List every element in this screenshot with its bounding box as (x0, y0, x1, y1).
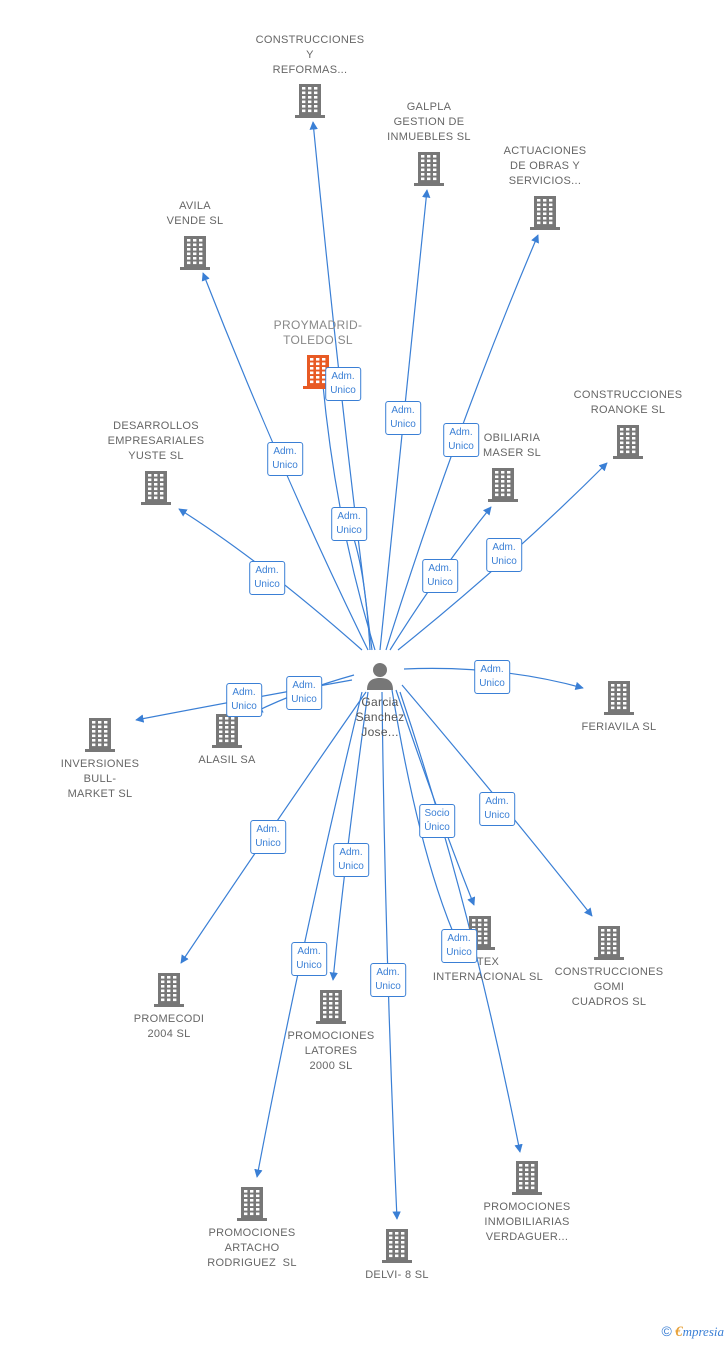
company-node-proymadrid-toledo[interactable] (303, 355, 333, 394)
building-icon (530, 196, 560, 230)
person-icon (367, 663, 393, 690)
company-node-inmobiliaria-tamaser[interactable] (488, 468, 518, 507)
company-node-construcciones-gomi-cuadros[interactable] (594, 926, 624, 965)
edge-role-label: Socio Único (419, 804, 455, 838)
company-node-construcciones-roanoke[interactable] (613, 425, 643, 464)
company-label[interactable]: PROYMADRID- TOLEDO SL (273, 318, 363, 347)
edge-role-label: Adm. Unico (226, 683, 262, 717)
company-node-desarrollos-empresariales-yuste[interactable] (141, 471, 171, 510)
company-label[interactable]: PROMECODI 2004 SL (133, 1013, 205, 1040)
edge-role-label: Adm. Unico (486, 538, 522, 572)
company-node-delvi-8[interactable] (382, 1229, 412, 1268)
company-node-feriavila[interactable] (604, 681, 634, 720)
edge-role-label: Adm. Unico (422, 559, 458, 593)
edge-role-label: Adm. Unico (333, 843, 369, 877)
edge-role-label: Adm. Unico (474, 660, 510, 694)
company-node-avila-vende[interactable] (180, 236, 210, 275)
edge-line (254, 691, 363, 1178)
company-label[interactable]: DESARROLLOS EMPRESARIALES YUSTE SL (107, 420, 205, 462)
company-node-promociones-latores-2000[interactable] (316, 990, 346, 1029)
person-name[interactable]: Garcia Sanchez Jose... (355, 695, 405, 739)
building-icon (414, 152, 444, 186)
company-label[interactable]: FERIAVILA SL (581, 721, 657, 733)
company-label[interactable]: OBILIARIA MASER SL (482, 432, 542, 459)
company-node-promociones-artacho-rodriguez[interactable] (237, 1187, 267, 1226)
company-node-construcciones-y-reformas[interactable] (295, 84, 325, 123)
edge-role-label: Adm. Unico (249, 561, 285, 595)
company-node-inversiones-bull-market[interactable] (85, 718, 115, 757)
building-icon (85, 718, 115, 752)
building-icon (154, 973, 184, 1007)
company-label[interactable]: TEX INTERNACIONAL SL (432, 956, 544, 983)
company-label[interactable]: CONSTRUCCIONES Y REFORMAS... (255, 34, 365, 76)
edge-role-label: Adm. Unico (331, 507, 367, 541)
company-label[interactable]: ACTUACIONES DE OBRAS Y SERVICIOS... (503, 145, 587, 187)
building-icon (488, 468, 518, 502)
company-label[interactable]: PROMOCIONES ARTACHO RODRIGUEZ SL (207, 1227, 297, 1269)
company-node-alasil[interactable] (212, 714, 242, 753)
edge-role-label: Adm. Unico (443, 423, 479, 457)
building-icon (180, 236, 210, 270)
company-node-galpla[interactable] (414, 152, 444, 191)
empresia-logo: © €mpresia (661, 1323, 724, 1340)
edge-role-label: Adm. Unico (370, 963, 406, 997)
building-icon (295, 84, 325, 118)
edge-line (399, 691, 523, 1153)
building-icon (613, 425, 643, 459)
building-icon (303, 355, 333, 389)
company-node-promecodi-2004[interactable] (154, 973, 184, 1012)
company-label[interactable]: CONSTRUCCIONES GOMI CUADROS SL (554, 966, 664, 1008)
building-icon (382, 1229, 412, 1263)
company-label[interactable]: PROMOCIONES INMOBILIARIAS VERDAGUER... (483, 1201, 571, 1243)
building-icon (594, 926, 624, 960)
company-node-actuaciones-de-obras[interactable] (530, 196, 560, 235)
edge-role-label: Adm. Unico (385, 401, 421, 435)
company-label[interactable]: INVERSIONES BULL- MARKET SL (60, 758, 140, 800)
edge-line (381, 691, 401, 1220)
edge-role-label: Adm. Unico (250, 820, 286, 854)
company-label[interactable]: PROMOCIONES LATORES 2000 SL (287, 1030, 375, 1072)
building-icon (316, 990, 346, 1024)
company-label[interactable]: GALPLA GESTION DE INMUEBLES SL (387, 101, 471, 143)
edge-line (391, 689, 460, 947)
company-label[interactable]: DELVI- 8 SL (365, 1269, 429, 1281)
company-label[interactable]: AVILA VENDE SL (166, 200, 224, 227)
edge-role-label: Adm. Unico (267, 442, 303, 476)
building-icon (512, 1161, 542, 1195)
edge-line (395, 689, 476, 906)
edge-role-label: Adm. Unico (325, 367, 361, 401)
building-icon (212, 714, 242, 748)
person-node[interactable] (365, 661, 395, 696)
building-icon (141, 471, 171, 505)
company-label[interactable]: CONSTRUCCIONES ROANOKE SL (573, 389, 683, 416)
building-icon (237, 1187, 267, 1221)
edge-role-label: Adm. Unico (441, 929, 477, 963)
company-node-promociones-inmobiliarias-verdaguer[interactable] (512, 1161, 542, 1200)
edge-role-label: Adm. Unico (291, 942, 327, 976)
edge-role-label: Adm. Unico (286, 676, 322, 710)
company-label[interactable]: ALASIL SA (198, 754, 256, 766)
building-icon (604, 681, 634, 715)
edge-role-label: Adm. Unico (479, 792, 515, 826)
